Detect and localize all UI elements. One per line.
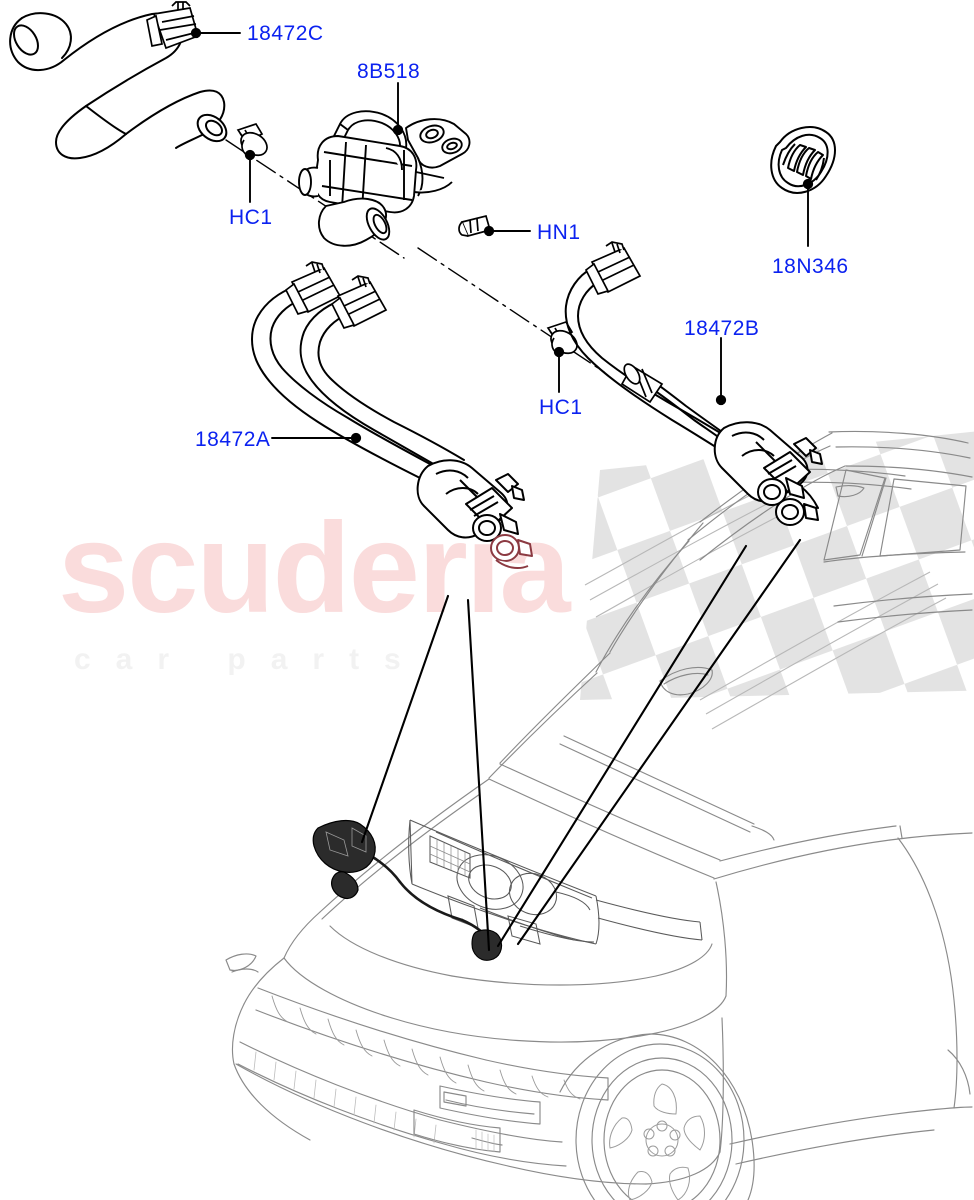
part-hn1-clip — [458, 214, 492, 238]
part-label-hc1-left[interactable]: HC1 — [229, 206, 273, 229]
part-18n346-vent-grille — [770, 126, 836, 194]
part-label-18n346[interactable]: 18N346 — [772, 255, 849, 278]
installed-pump-highlights — [325, 827, 367, 857]
part-18472a-connector-lower — [416, 459, 533, 569]
part-18472b-sleeve — [620, 363, 664, 404]
part-label-18472c[interactable]: 18472C — [247, 22, 324, 45]
label-leaders — [190, 27, 814, 444]
part-label-hc1-right[interactable]: HC1 — [539, 396, 583, 419]
watermark-tagline-text: car parts — [74, 643, 426, 676]
part-label-8b518[interactable]: 8B518 — [357, 60, 421, 83]
vehicle-outline — [225, 430, 973, 1200]
installed-connector-bottom — [471, 929, 503, 961]
part-18472b-connector-lower — [713, 421, 823, 526]
part-18472c-hose — [9, 12, 228, 160]
part-label-18472a[interactable]: 18472A — [195, 428, 271, 451]
part-18472a-connector-upper-1 — [284, 261, 342, 316]
part-label-hn1[interactable]: HN1 — [537, 221, 581, 244]
part-18472c-quick-connect — [146, 1, 200, 50]
part-label-18472b[interactable]: 18472B — [684, 317, 760, 340]
heater-unit-in-vehicle — [408, 819, 703, 945]
part-18472b-connector-upper — [584, 241, 642, 296]
callout-leader-lines — [360, 538, 802, 952]
part-8b518-pump — [298, 110, 471, 247]
installed-hose-routing — [353, 846, 494, 946]
part-hc1-clip-left — [236, 122, 268, 157]
part-18472a-connector-upper-2 — [330, 275, 388, 330]
